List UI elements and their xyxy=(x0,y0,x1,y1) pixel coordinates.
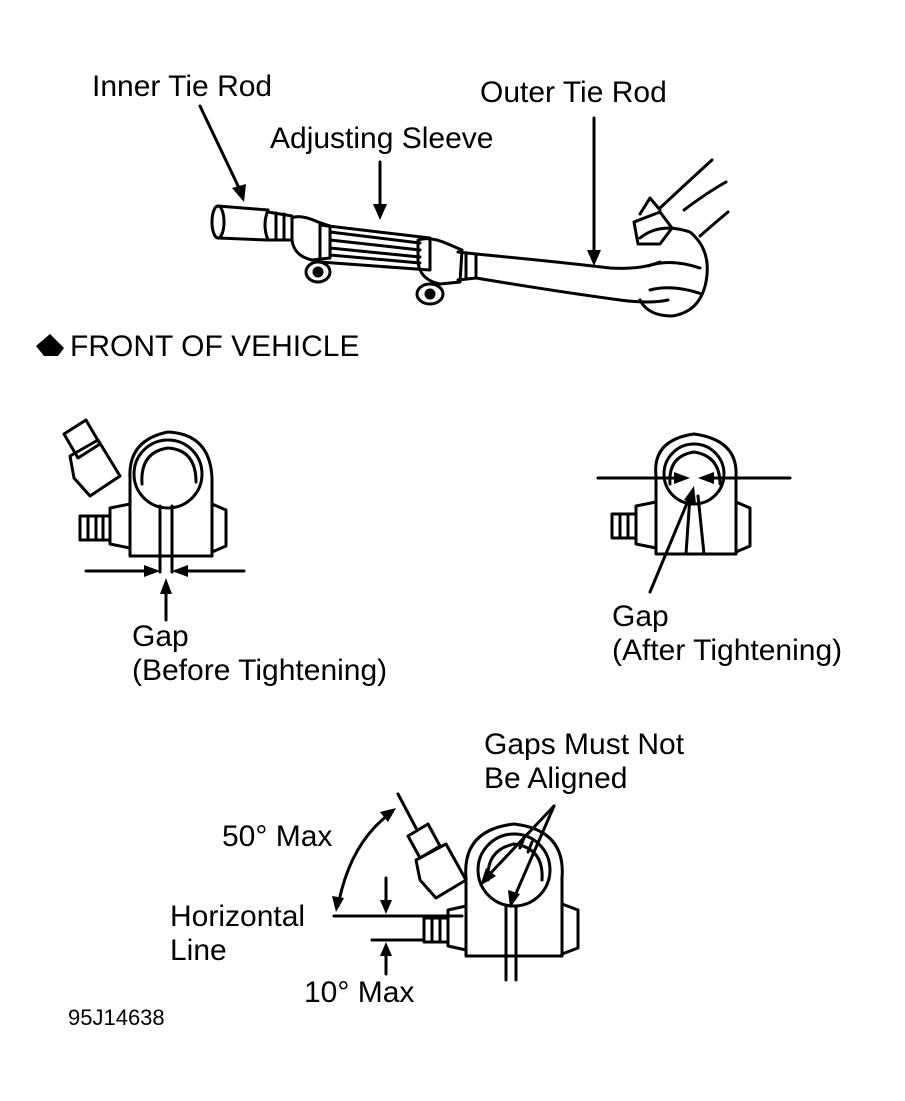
label-horizontal: Horizontal xyxy=(170,900,306,933)
front-arrow-icon xyxy=(36,334,64,356)
label-50-max: 50° Max xyxy=(222,820,333,853)
label-adjusting-sleeve: Adjusting Sleeve xyxy=(270,122,494,155)
label-gap-after: Gap xyxy=(612,600,669,633)
label-be-aligned: Be Aligned xyxy=(484,762,628,795)
label-after-tightening: (After Tightening) xyxy=(612,634,843,667)
top-leader-arrows xyxy=(198,104,601,266)
figure-id: 95J14638 xyxy=(68,1005,165,1030)
label-10-max: 10° Max xyxy=(304,976,415,1009)
clamp-alignment-detail xyxy=(332,792,580,982)
label-gaps-must-not: Gaps Must Not xyxy=(484,728,685,761)
label-gap-before: Gap xyxy=(132,620,189,653)
label-front-of-vehicle: FRONT OF VEHICLE xyxy=(70,330,360,363)
clamp-before-tightening xyxy=(62,418,246,622)
clamp-after-tightening xyxy=(596,432,792,594)
label-outer-tie-rod: Outer Tie Rod xyxy=(480,76,667,109)
label-before-tightening: (Before Tightening) xyxy=(132,654,388,687)
tie-rod-assembly xyxy=(210,158,730,318)
label-inner-tie-rod: Inner Tie Rod xyxy=(92,70,273,103)
label-line: Line xyxy=(170,934,227,967)
